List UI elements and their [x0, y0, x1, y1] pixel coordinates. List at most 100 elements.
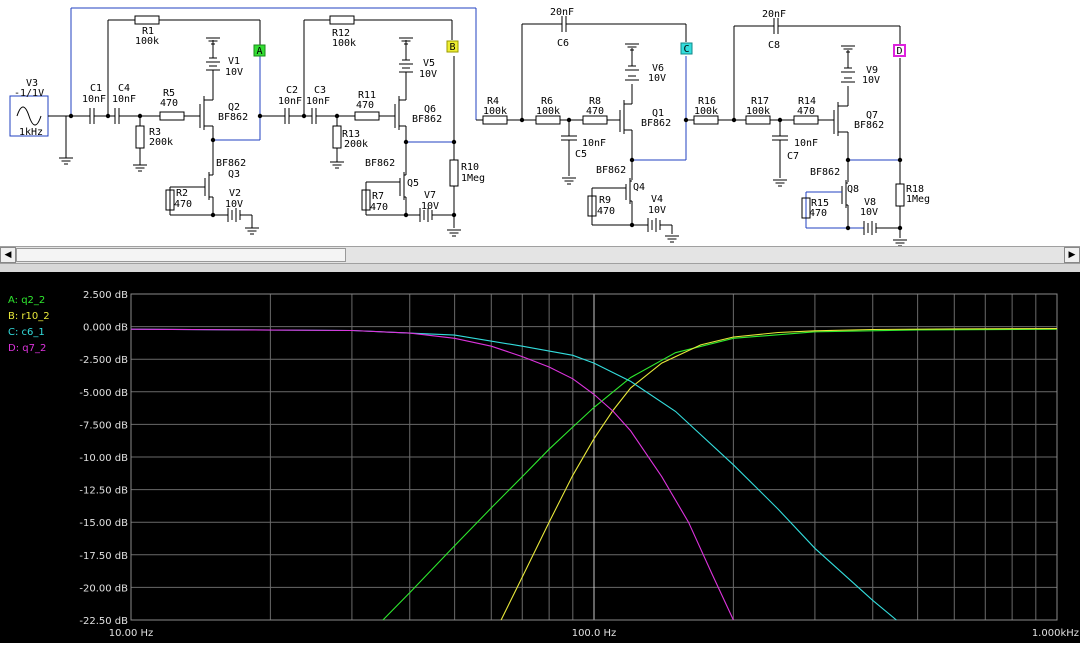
y-axis-labels: 2.500 dB0.000 dB-2.500 dB-5.000 dB-7.500… [79, 290, 128, 627]
r3-value: 200k [149, 137, 173, 148]
q2-model: BF862 [218, 112, 248, 123]
c2-value: 10nF [278, 96, 302, 107]
pane-splitter[interactable] [0, 264, 1080, 272]
v6-name: V6 [652, 63, 664, 74]
y-tick-label: -2.500 dB [79, 355, 128, 366]
r17-name: R17 [751, 96, 769, 107]
q8-model: BF862 [810, 167, 840, 178]
q8-name: Q8 [847, 184, 859, 195]
v8-value: 10V [860, 207, 878, 218]
q5-name: Q5 [407, 178, 419, 189]
legend-entry: A: q2_2 [8, 295, 45, 306]
traces [130, 328, 1058, 621]
v1-name: V1 [228, 56, 240, 67]
trace-b [500, 328, 1058, 621]
q6-name: Q6 [424, 104, 436, 115]
r5-value: 470 [160, 98, 178, 109]
r9-value: 470 [597, 206, 615, 217]
r6-value: 100k [536, 106, 560, 117]
probe-c-label: C [684, 44, 690, 55]
probe-d[interactable]: D [893, 44, 906, 57]
q5-model: BF862 [365, 158, 395, 169]
legend-entry: C: c6_1 [8, 327, 45, 338]
junction-dots [68, 113, 903, 231]
q1-name: Q1 [652, 108, 664, 119]
probe-c[interactable]: C [680, 42, 693, 55]
r16-value: 100k [694, 106, 718, 117]
y-tick-label: 2.500 dB [83, 290, 128, 301]
c3-name: C3 [314, 85, 326, 96]
r6-name: R6 [541, 96, 553, 107]
r13-name: R13 [342, 129, 360, 140]
r2-value: 470 [174, 199, 192, 210]
q2-name: Q2 [228, 102, 240, 113]
y-tick-label: -12.50 dB [79, 486, 128, 497]
scroll-right-icon[interactable]: ▶ [1064, 247, 1080, 263]
stage-2 [70, 7, 483, 237]
c1-name: C1 [90, 83, 102, 94]
v9-name: V9 [866, 65, 878, 76]
stage-4 [693, 18, 908, 246]
v7-value: 10V [421, 201, 439, 212]
y-tick-label: -20.00 dB [79, 583, 128, 594]
scroll-left-icon[interactable]: ◀ [0, 247, 16, 263]
r7-name: R7 [372, 191, 384, 202]
r15-value: 470 [809, 208, 827, 219]
r8-name: R8 [589, 96, 601, 107]
v5-value: 10V [419, 69, 437, 80]
x-tick-label: 1.000kHz [1032, 628, 1079, 639]
c6-name: C6 [557, 38, 569, 49]
r18-name: R18 [906, 184, 924, 195]
r12-value: 100k [332, 38, 356, 49]
r12-name: R12 [332, 28, 350, 39]
v8-name: V8 [864, 197, 876, 208]
plot-frame [130, 293, 1058, 621]
v3-value: -1/1V [14, 88, 44, 99]
v3-freq: 1kHz [19, 127, 43, 138]
v4-value: 10V [648, 205, 666, 216]
trace-d [130, 328, 734, 621]
r4-name: R4 [487, 96, 499, 107]
sine-wave-icon [16, 106, 42, 126]
stage-1 [9, 15, 285, 235]
c4-value: 10nF [112, 94, 136, 105]
frequency-response-chart: A: q2_2B: r10_2C: c6_1D: q7_2 2.500 dB0.… [8, 290, 1079, 639]
stage-3 [482, 16, 694, 243]
q1-model: BF862 [641, 118, 671, 129]
y-tick-label: -15.00 dB [79, 518, 128, 529]
v9-value: 10V [862, 75, 880, 86]
r18-value: 1Meg [906, 194, 930, 205]
v2-name: V2 [229, 188, 241, 199]
c5-name: C5 [575, 149, 587, 160]
c6-value: 20nF [550, 7, 574, 18]
y-tick-label: -5.000 dB [79, 388, 128, 399]
r3-name: R3 [149, 127, 161, 138]
r7-value: 470 [370, 202, 388, 213]
horizontal-scrollbar[interactable]: ◀ ▶ [0, 246, 1080, 264]
q6-model: BF862 [412, 114, 442, 125]
c7-name: C7 [787, 151, 799, 162]
legend-entry: D: q7_2 [8, 343, 46, 354]
v1-value: 10V [225, 67, 243, 78]
r13-value: 200k [344, 139, 368, 150]
legend: A: q2_2B: r10_2C: c6_1D: q7_2 [8, 295, 50, 354]
probe-b-label: B [450, 42, 456, 53]
c2-name: C2 [286, 85, 298, 96]
q3-model: BF862 [216, 158, 246, 169]
y-tick-label: -17.50 dB [79, 551, 128, 562]
probe-b[interactable]: B [446, 40, 459, 53]
scrollbar-thumb[interactable] [16, 248, 346, 262]
probe-a[interactable]: A [253, 44, 266, 57]
y-tick-label: -10.00 dB [79, 453, 128, 464]
q3-name: Q3 [228, 169, 240, 180]
v7-name: V7 [424, 190, 436, 201]
y-tick-label: 0.000 dB [83, 323, 128, 334]
r11-value: 470 [356, 100, 374, 111]
r8-value: 470 [586, 106, 604, 117]
q4-name: Q4 [633, 182, 645, 193]
c7-value: 10nF [794, 138, 818, 149]
q7-name: Q7 [866, 110, 878, 121]
q7-model: BF862 [854, 120, 884, 131]
